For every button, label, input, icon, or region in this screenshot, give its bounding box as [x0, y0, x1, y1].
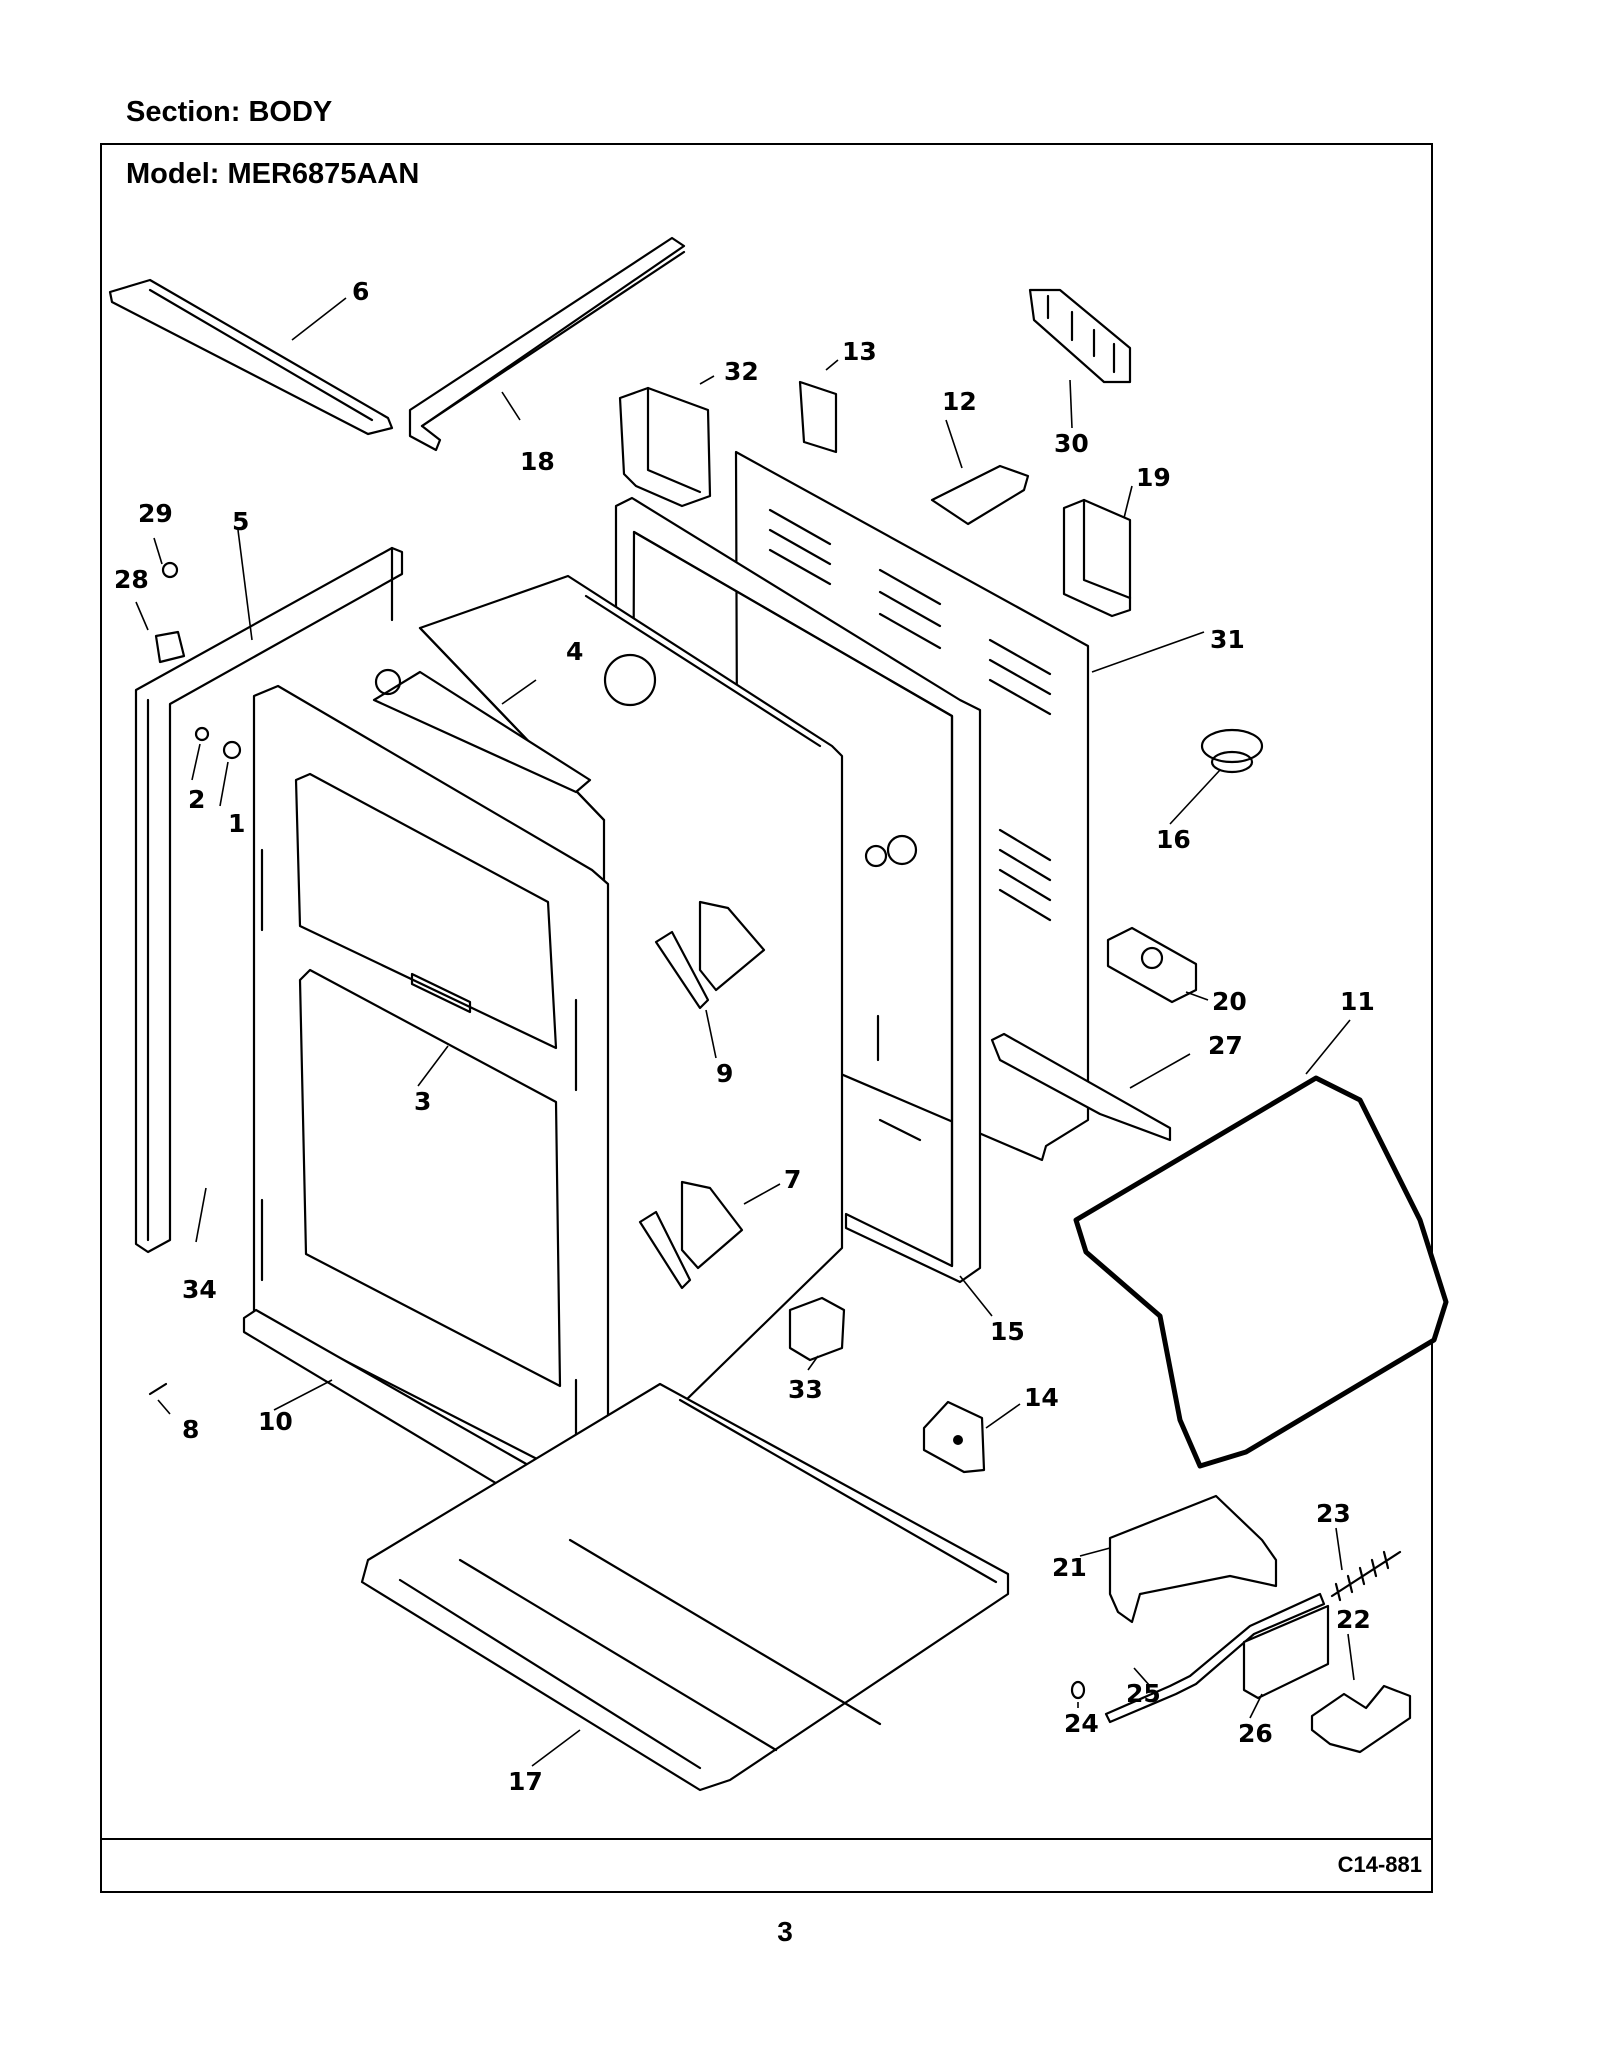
callout-3: 3 — [414, 1087, 431, 1116]
part-23-spring — [1330, 1550, 1402, 1602]
part-8-screw — [148, 1382, 168, 1396]
callout-8: 8 — [182, 1415, 199, 1444]
part-1-grommet — [222, 740, 242, 760]
callout-31: 31 — [1210, 625, 1245, 654]
diagram-frame — [100, 143, 1433, 1893]
part-26-plate — [1242, 1604, 1330, 1700]
callout-30: 30 — [1054, 429, 1089, 458]
part-2-screw — [194, 726, 210, 742]
part-32-cover — [618, 386, 712, 508]
part-18-rail — [408, 236, 686, 452]
part-33-bracket — [788, 1296, 846, 1362]
callout-10: 10 — [258, 1407, 293, 1436]
callout-33: 33 — [788, 1375, 823, 1404]
part-30-terminal-block — [1028, 288, 1132, 384]
callout-21: 21 — [1052, 1553, 1087, 1582]
callout-2: 2 — [188, 785, 205, 814]
leader-lines — [135, 297, 1355, 1767]
section-title: Section: BODY — [126, 96, 333, 128]
part-11-insulation — [1073, 1075, 1449, 1469]
callout-18: 18 — [520, 447, 555, 476]
callout-13: 13 — [842, 337, 877, 366]
part-19-bracket — [1062, 498, 1132, 618]
callout-26: 26 — [1238, 1719, 1273, 1748]
callout-24: 24 — [1064, 1709, 1099, 1738]
callout-12: 12 — [942, 387, 977, 416]
callout-14: 14 — [1024, 1383, 1059, 1412]
part-27-strip — [990, 1032, 1172, 1142]
callout-25: 25 — [1126, 1679, 1161, 1708]
oven-front-frame — [252, 684, 610, 1482]
callout-34: 34 — [182, 1275, 217, 1304]
callout-23: 23 — [1316, 1499, 1351, 1528]
part-4-top-bracket — [372, 668, 592, 794]
part-7-lower-hinge — [638, 1180, 744, 1290]
callout-11: 11 — [1340, 987, 1375, 1016]
callout-labels: 1 2 3 4 5 6 7 8 9 10 11 12 13 14 15 16 1… — [114, 277, 1375, 1796]
page-number: 3 — [777, 1916, 793, 1947]
callout-5: 5 — [232, 507, 249, 536]
part-21-switch-bracket — [1108, 1494, 1278, 1624]
callout-22: 22 — [1336, 1605, 1371, 1634]
callout-29: 29 — [138, 499, 173, 528]
callout-16: 16 — [1156, 825, 1191, 854]
part-6-top-trim — [108, 278, 394, 436]
callout-4: 4 — [566, 637, 583, 666]
callout-32: 32 — [724, 357, 759, 386]
part-16-thermostat — [1200, 728, 1264, 774]
callout-19: 19 — [1136, 463, 1171, 492]
part-22-micro-switch — [1310, 1684, 1412, 1754]
callout-20: 20 — [1212, 987, 1247, 1016]
callout-6: 6 — [352, 277, 369, 306]
callout-28: 28 — [114, 565, 149, 594]
part-25-rod — [1104, 1592, 1326, 1724]
footer-divider — [100, 1838, 1433, 1840]
model-title: Model: MER6875AAN — [126, 158, 420, 190]
part-9-upper-hinge — [654, 900, 766, 1010]
part-12-plate — [930, 464, 1030, 526]
part-20-bracket — [1106, 926, 1198, 1004]
part-13-bracket — [798, 380, 838, 454]
part-5-trim-frame — [134, 546, 404, 1254]
part-28-clip — [154, 630, 186, 664]
callout-27: 27 — [1208, 1031, 1243, 1060]
callout-15: 15 — [990, 1317, 1025, 1346]
drawing-code: C14-881 — [1337, 1852, 1422, 1877]
part-29-screw — [161, 561, 179, 579]
part-17-bottom-tray — [360, 1382, 1010, 1792]
callout-7: 7 — [784, 1165, 801, 1194]
callout-9: 9 — [716, 1059, 733, 1088]
callout-17: 17 — [508, 1767, 543, 1796]
part-14-bracket — [922, 1400, 986, 1474]
callout-1: 1 — [228, 809, 245, 838]
part-24-bushing — [1070, 1680, 1086, 1700]
